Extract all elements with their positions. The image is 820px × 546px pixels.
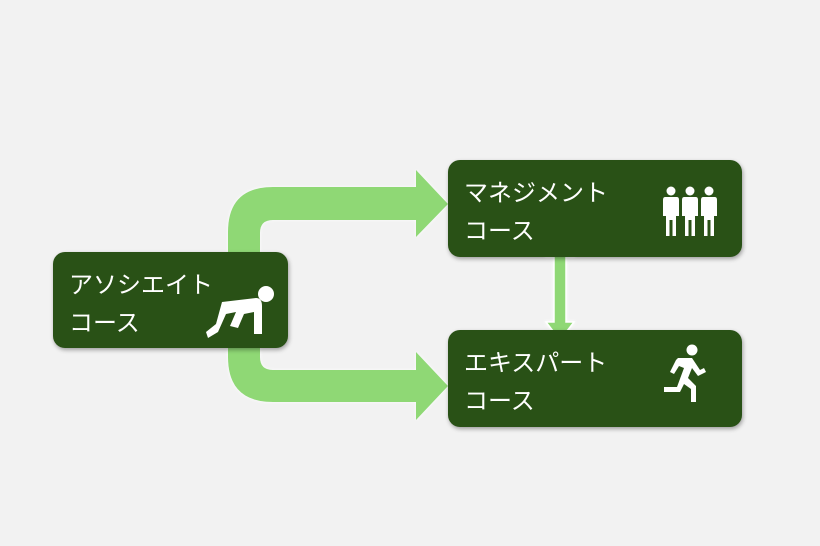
running-person-icon xyxy=(664,344,706,402)
node-label: エキスパート コース xyxy=(464,349,608,415)
node-expert-course: エキスパート コース xyxy=(448,330,742,427)
node-management-course: マネジメント コース xyxy=(448,160,742,257)
node-label: マネジメント コース xyxy=(464,179,608,245)
node-label: アソシエイト コース xyxy=(69,271,213,337)
group-people-icon xyxy=(663,186,717,236)
arrow-associate-to-expert xyxy=(228,348,448,420)
runner-start-icon xyxy=(206,286,274,338)
arrow-associate-to-management xyxy=(228,170,448,252)
node-associate-course: アソシエイト コース xyxy=(53,252,288,348)
